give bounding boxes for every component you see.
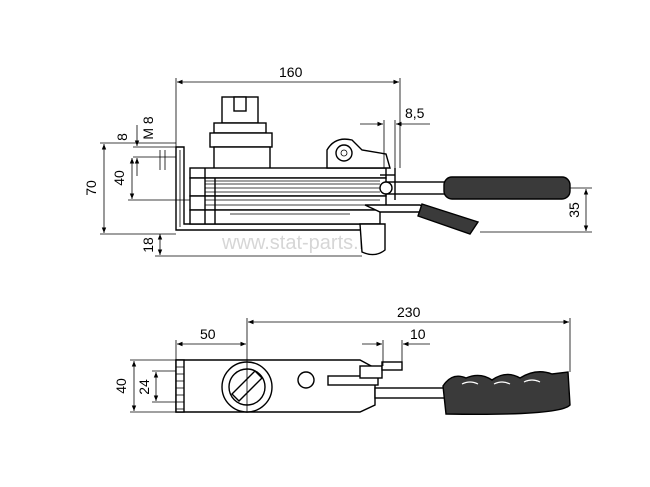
grip-handle (442, 371, 571, 416)
dim-offset-10: 10 (410, 326, 426, 342)
dim-thread-m8: M 8 (140, 116, 156, 140)
dim-width-24: 24 (136, 379, 152, 395)
dim-overall-length-bottom: 230 (397, 304, 421, 320)
bolt-head (221, 361, 273, 413)
mount-hole (297, 371, 315, 389)
dim-gap: 8,5 (405, 105, 425, 121)
plan-rod (374, 387, 446, 399)
watermark: www.stat-parts.ru (221, 232, 376, 254)
dim-width-40: 40 (113, 378, 129, 394)
dim-overall-length-top: 160 (279, 64, 303, 80)
bottom-view: 230 50 10 40 24 (113, 304, 571, 416)
body-rails (189, 167, 387, 225)
threaded-stud (209, 96, 273, 170)
plan-plate (175, 359, 376, 413)
plunger-handle (379, 168, 571, 200)
latch-head (326, 138, 391, 169)
dim-handle-35: 35 (566, 202, 582, 218)
dim-height-40: 40 (111, 170, 127, 186)
top-view: 160 8,5 8 M 8 70 40 18 35 (83, 64, 592, 257)
dim-height-70: 70 (83, 180, 99, 196)
lower-lever (359, 203, 480, 256)
latch-tongue (327, 361, 403, 386)
dim-thread-8: 8 (114, 133, 130, 141)
dim-base-18: 18 (140, 237, 156, 253)
dim-offset-50: 50 (200, 326, 216, 342)
